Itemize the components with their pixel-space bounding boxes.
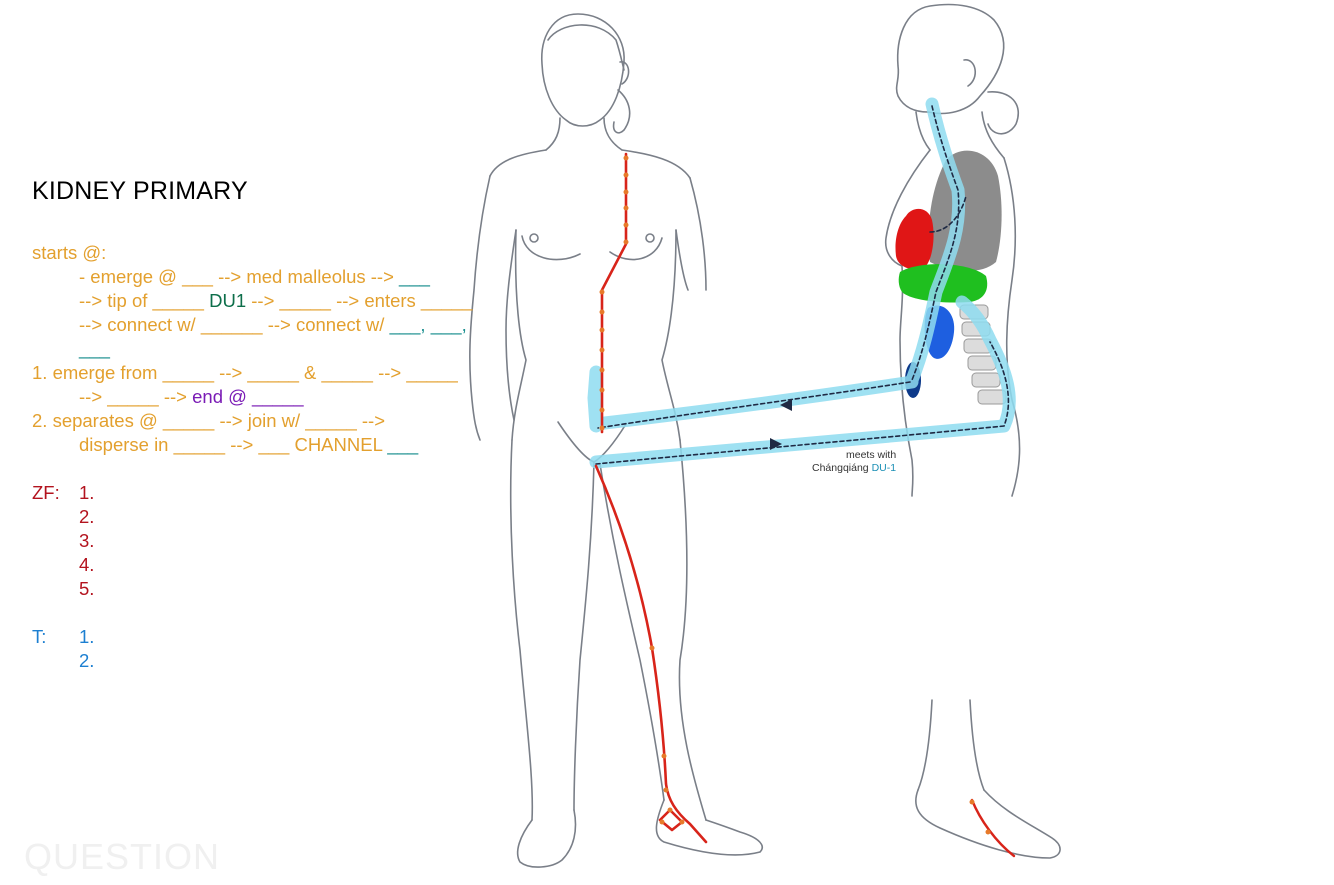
line-branch-2: 2. separates @ _____ --> join w/ _____ -… bbox=[32, 409, 385, 433]
front-neck-left bbox=[546, 118, 560, 150]
side-neck-front bbox=[916, 112, 930, 150]
zf-item-2: 2. bbox=[79, 505, 94, 529]
zf-item-4: 4. bbox=[79, 553, 94, 577]
front-left-leg-outer bbox=[511, 440, 533, 820]
line-tip-text: --> tip of _____ bbox=[79, 290, 209, 311]
front-figure bbox=[470, 14, 762, 867]
annotation-changqiang: Chángqiáng DU-1 bbox=[812, 462, 896, 474]
line-tip: --> tip of _____ DU1 --> _____ --> enter… bbox=[79, 289, 472, 313]
line-branch-1-cont-text: --> _____ --> bbox=[79, 386, 192, 407]
zf-item-1: 1. bbox=[79, 481, 94, 505]
line-connect: --> connect w/ ______ --> connect w/ ___… bbox=[79, 313, 467, 337]
front-right-nipple bbox=[646, 234, 654, 242]
annotation-meets-with: meets with bbox=[846, 449, 896, 461]
heart-red bbox=[895, 209, 933, 270]
front-right-arm-inner bbox=[676, 230, 688, 290]
annotation-du1: DU-1 bbox=[872, 462, 897, 474]
front-right-leg-outer bbox=[679, 440, 706, 820]
front-left-arm-inner bbox=[506, 230, 516, 420]
line-starts: starts @: bbox=[32, 241, 106, 265]
side-lower-leg-back bbox=[970, 700, 984, 790]
front-right-foot bbox=[656, 800, 762, 855]
line-branch-1-cont: --> _____ --> end @ _____ bbox=[79, 385, 304, 409]
question-watermark: QUESTION bbox=[24, 836, 220, 878]
side-lower-leg-front bbox=[918, 700, 932, 790]
front-breasts bbox=[522, 236, 662, 260]
front-left-arm bbox=[470, 176, 490, 440]
front-neck-right bbox=[604, 118, 622, 150]
lung-gray bbox=[929, 151, 1002, 271]
zf-item-5: 5. bbox=[79, 577, 94, 601]
t-item-2: 2. bbox=[79, 649, 94, 673]
line-tip-du1: DU1 bbox=[209, 290, 246, 311]
line-branch-1: 1. emerge from _____ --> _____ & _____ -… bbox=[32, 361, 458, 385]
page-title: KIDNEY PRIMARY bbox=[32, 177, 248, 206]
front-torso-left bbox=[512, 230, 526, 440]
front-left-foot bbox=[518, 810, 576, 867]
line-emerge: - emerge @ ___ --> med malleolus --> ___ bbox=[79, 265, 430, 289]
side-neck-back bbox=[982, 112, 1004, 158]
line-branch-2-answer: ___ bbox=[387, 434, 418, 455]
front-head bbox=[542, 14, 624, 126]
front-left-leg-inner bbox=[574, 462, 594, 810]
line-emerge-text: - emerge @ ___ --> med malleolus --> bbox=[79, 266, 399, 287]
side-bun bbox=[988, 92, 1018, 134]
side-head bbox=[897, 5, 1004, 114]
side-ear bbox=[964, 60, 975, 86]
line-emerge-answer: ___ bbox=[399, 266, 430, 287]
side-back-torso bbox=[1004, 158, 1020, 496]
front-right-leg-inner bbox=[600, 464, 664, 800]
zf-label: ZF: bbox=[32, 481, 60, 505]
kidney-points-front bbox=[600, 156, 685, 825]
line-branch-2-cont-text: disperse in _____ --> ___ CHANNEL bbox=[79, 434, 387, 455]
zf-item-3: 3. bbox=[79, 529, 94, 553]
line-connect-answers: ___, ___, bbox=[390, 314, 467, 335]
front-hair bbox=[548, 25, 624, 70]
line-tip-rest: --> _____ --> enters _____ bbox=[246, 290, 472, 311]
line-connect-cont: ___ bbox=[79, 337, 110, 361]
kidney-channel-front bbox=[596, 154, 706, 842]
side-foot bbox=[916, 790, 1060, 858]
front-shoulders bbox=[490, 150, 690, 178]
annotation-changqiang-name: Chángqiáng bbox=[812, 462, 872, 474]
line-branch-1-end: end @ _____ bbox=[192, 386, 303, 407]
line-branch-2-cont: disperse in _____ --> ___ CHANNEL ___ bbox=[79, 433, 418, 457]
line-connect-text: --> connect w/ ______ --> connect w/ bbox=[79, 314, 390, 335]
front-left-nipple bbox=[530, 234, 538, 242]
t-item-1: 1. bbox=[79, 625, 94, 649]
front-right-arm bbox=[690, 178, 706, 290]
t-label: T: bbox=[32, 625, 46, 649]
